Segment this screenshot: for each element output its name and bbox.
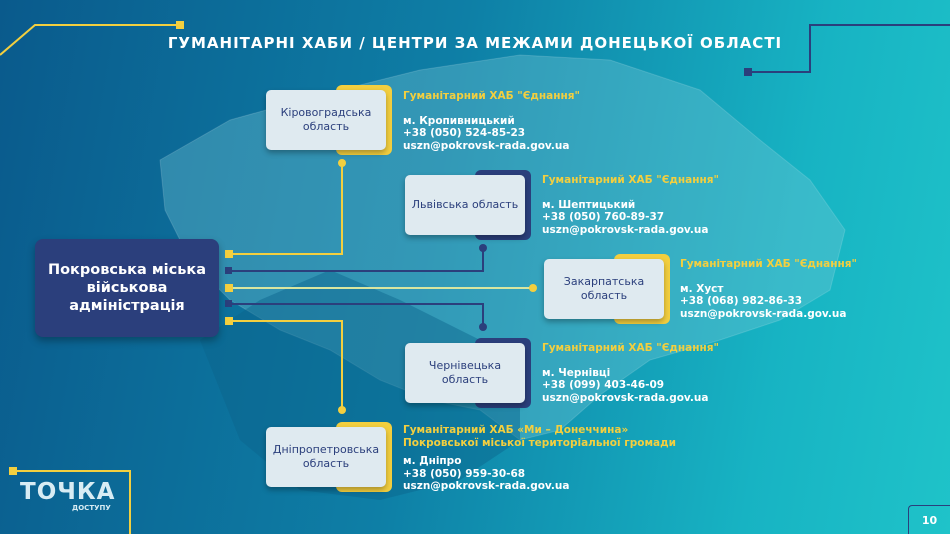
hub-info-dnipropetrovsk: Гуманітарний ХАБ «Ми – Донеччина» Покров…	[403, 424, 703, 493]
pokrovsk-administration-box: Покровська міська військова адміністраці…	[35, 239, 219, 337]
hub-name: Гуманітарний ХАБ «Ми – Донеччина» Покров…	[403, 424, 676, 449]
region-box-zakarpattia: Закарпатська область	[544, 254, 670, 329]
logo-sub-text: ДОСТУПУ	[72, 504, 111, 512]
hub-email: uszn@pokrovsk-rada.gov.ua	[542, 391, 709, 404]
hub-phone: +38 (050) 524-85-23	[403, 127, 526, 139]
hub-city: м. Шептицький	[542, 198, 636, 211]
page-number: 10	[908, 505, 950, 534]
hub-city: м. Кропивницький	[403, 114, 515, 127]
region-name: Закарпатська область	[544, 259, 664, 319]
hub-email: uszn@pokrovsk-rada.gov.ua	[403, 139, 570, 152]
hub-email: uszn@pokrovsk-rada.gov.ua	[542, 223, 709, 236]
hub-email: uszn@pokrovsk-rada.gov.ua	[403, 480, 570, 492]
hub-info-zakarpattia: Гуманітарний ХАБ "Єднання" м. Хуст +38 (…	[680, 258, 857, 320]
region-box-dnipropetrovsk: Дніпропетровська область	[266, 422, 392, 497]
region-name: Чернівецька область	[405, 343, 525, 403]
hub-email: uszn@pokrovsk-rada.gov.ua	[680, 307, 847, 320]
hub-info-lviv: Гуманітарний ХАБ "Єднання" м. Шептицький…	[542, 174, 719, 236]
region-box-lviv: Львівська область	[405, 170, 531, 245]
region-box-chernivtsi: Чернівецька область	[405, 338, 531, 413]
hub-info-chernivtsi: Гуманітарний ХАБ "Єднання" м. Чернівці +…	[542, 342, 719, 404]
tochka-dostupu-logo: ТОЧКА ДОСТУПУ	[20, 480, 120, 512]
hub-city: м. Хуст	[680, 282, 724, 295]
hub-phone: +38 (050) 959-30-68	[403, 467, 526, 480]
hub-city: м. Дніпро	[403, 455, 462, 467]
region-name: Кіровоградська область	[266, 90, 386, 150]
hub-phone: +38 (068) 982-86-33	[680, 295, 803, 307]
logo-main-text: ТОЧКА	[20, 479, 116, 505]
hub-name: Гуманітарний ХАБ "Єднання"	[680, 258, 857, 270]
hub-city: м. Чернівці	[542, 366, 611, 379]
hub-name: Гуманітарний ХАБ "Єднання"	[542, 174, 719, 186]
hub-name: Гуманітарний ХАБ "Єднання"	[403, 90, 580, 102]
hub-name: Гуманітарний ХАБ "Єднання"	[542, 342, 719, 354]
page-title: ГУМАНІТАРНІ ХАБИ / ЦЕНТРИ ЗА МЕЖАМИ ДОНЕ…	[167, 34, 783, 52]
hub-phone: +38 (050) 760-89-37	[542, 211, 665, 223]
region-name: Львівська область	[405, 175, 525, 235]
region-name: Дніпропетровська область	[266, 427, 386, 487]
region-box-kirovohrad: Кіровоградська область	[266, 85, 392, 160]
hub-phone: +38 (099) 403-46-09	[542, 379, 665, 391]
hub-info-kirovohrad: Гуманітарний ХАБ "Єднання" м. Кропивниць…	[403, 90, 580, 152]
